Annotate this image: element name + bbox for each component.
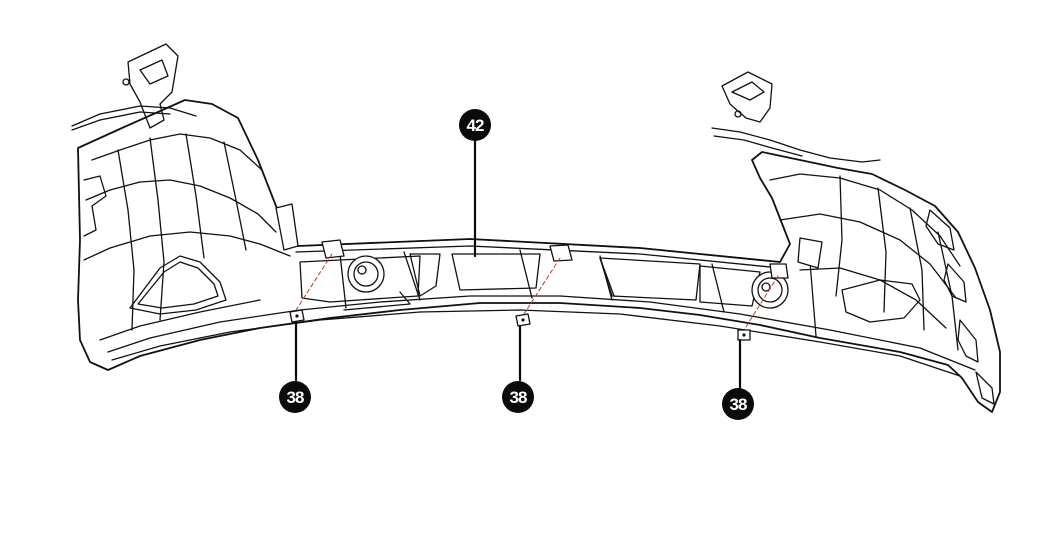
callout-38-left: 38 [279,381,311,413]
callout-38-center-label: 38 [510,388,527,407]
retaining-clip-left [289,309,305,323]
clip-install-lines [295,253,779,331]
callout-38-left-label: 38 [287,388,304,407]
retaining-clip-right [737,329,751,341]
callout-38-right-label: 38 [730,395,747,414]
callout-38-right: 38 [722,388,754,420]
leader-lines [294,138,742,390]
callout-38-center: 38 [502,381,534,413]
callout-42-label: 42 [467,116,484,135]
rear-bumper-cover [71,43,1001,413]
callout-42: 42 [459,109,491,141]
retaining-clip-center [515,313,531,327]
